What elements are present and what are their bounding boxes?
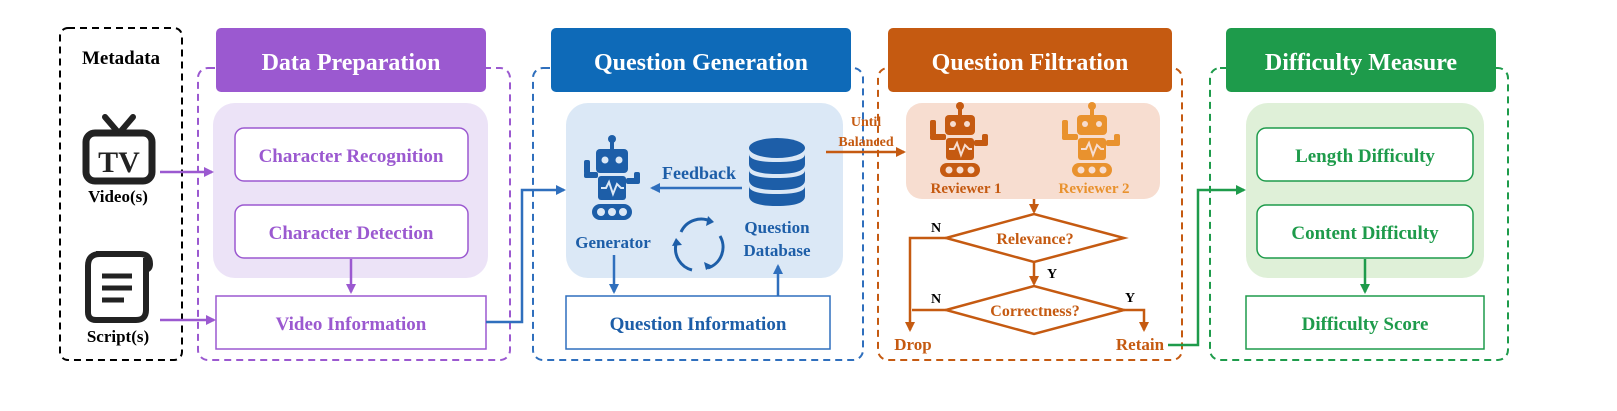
question-information-box: Question Information bbox=[610, 314, 787, 335]
question-filtration-title: Question Filtration bbox=[932, 50, 1129, 76]
content-difficulty-box: Content Difficulty bbox=[1291, 223, 1439, 244]
data-preparation-panel: Data Preparation Character Recognition C… bbox=[197, 28, 511, 361]
question-db-line1: Question bbox=[744, 218, 810, 237]
relevance-yes-label: Y bbox=[1047, 267, 1057, 282]
difficulty-score-box: Difficulty Score bbox=[1302, 314, 1429, 335]
relevance-diamond bbox=[941, 212, 1129, 264]
cycle-icon bbox=[672, 216, 725, 272]
character-detection-box: Character Detection bbox=[269, 223, 434, 244]
video-information-box: Video Information bbox=[276, 314, 427, 335]
correctness-no-label: N bbox=[931, 292, 941, 307]
relevance-no-arrow bbox=[905, 236, 946, 332]
reviewer1-label: Reviewer 1 bbox=[931, 181, 1002, 197]
reviewer1-robot-icon bbox=[930, 102, 988, 177]
reviewer2-label: Reviewer 2 bbox=[1059, 181, 1130, 197]
metadata-title: Metadata bbox=[82, 48, 161, 69]
tv-icon: TV bbox=[82, 114, 156, 185]
correctness-yes-arrow bbox=[1124, 308, 1149, 332]
video-label: Video(s) bbox=[88, 187, 148, 206]
database-icon bbox=[749, 138, 805, 206]
relevance-label: Relevance? bbox=[996, 231, 1073, 248]
difficulty-measure-title: Difficulty Measure bbox=[1265, 50, 1458, 76]
script-icon bbox=[85, 251, 154, 323]
character-recognition-box: Character Recognition bbox=[259, 146, 444, 167]
feedback-label: Feedback bbox=[662, 163, 736, 183]
metadata-panel: Metadata TV Video(s) Script(s) bbox=[59, 27, 183, 361]
tv-icon-text: TV bbox=[98, 146, 140, 179]
retain-to-difficulty-arrow bbox=[1168, 185, 1246, 347]
question-filtration-panel: Question Filtration Reviewer 1 bbox=[877, 28, 1183, 361]
correctness-label: Correctness? bbox=[990, 303, 1079, 320]
retain-label: Retain bbox=[1116, 335, 1165, 354]
script-label: Script(s) bbox=[87, 327, 149, 346]
difficulty-measure-panel: Difficulty Measure Length Difficulty Con… bbox=[1209, 28, 1509, 361]
generator-label: Generator bbox=[575, 233, 651, 252]
data-preparation-title: Data Preparation bbox=[262, 50, 441, 76]
question-generation-title: Question Generation bbox=[594, 50, 808, 76]
reviewer2-robot-icon bbox=[1062, 102, 1120, 177]
video-info-to-generator-arrow bbox=[486, 185, 566, 324]
until-label-line2: Balanced bbox=[838, 135, 893, 150]
question-db-line2: Database bbox=[743, 241, 811, 260]
question-generation-panel: Question Generation Generator bbox=[532, 28, 864, 361]
generator-robot-icon bbox=[584, 135, 640, 220]
relevance-no-label: N bbox=[931, 221, 941, 236]
until-label-line1: Until bbox=[851, 115, 881, 130]
correctness-yes-label: Y bbox=[1125, 291, 1135, 306]
drop-label: Drop bbox=[894, 335, 931, 354]
length-difficulty-box: Length Difficulty bbox=[1295, 146, 1435, 167]
